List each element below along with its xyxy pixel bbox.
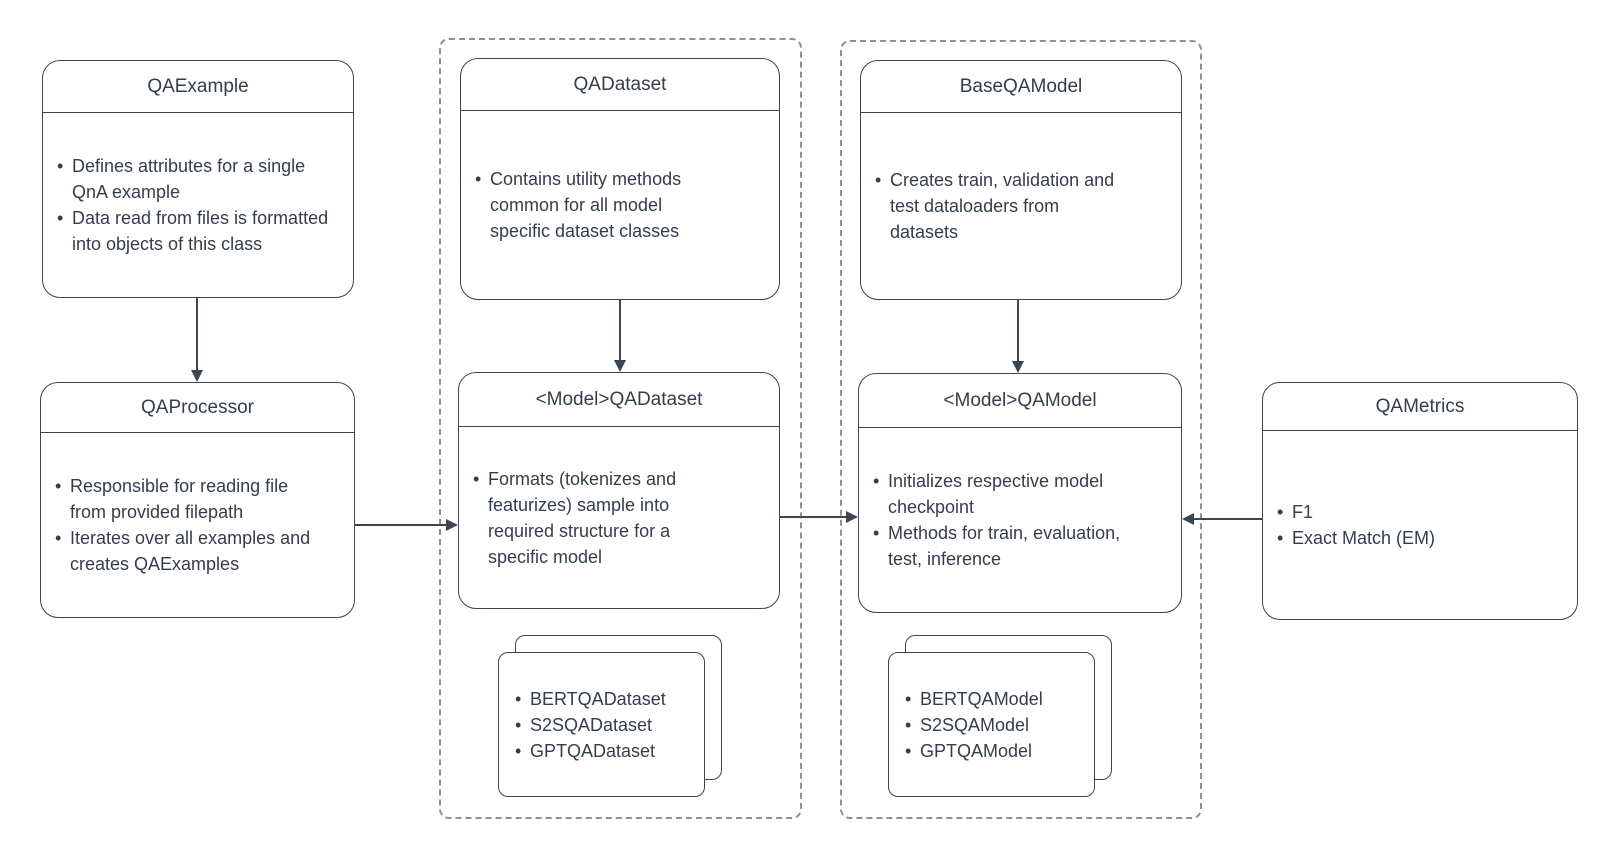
arrow-line	[780, 516, 848, 518]
arrowhead-down-icon	[614, 360, 626, 372]
arrowhead-left-icon	[1182, 513, 1194, 525]
arrow-line	[1017, 300, 1019, 362]
arrowhead-right-icon	[446, 519, 458, 531]
class-box-body: Creates train, validation and test datal…	[861, 113, 1181, 299]
class-title-qadataset: QADataset	[573, 73, 667, 95]
bullet-item: GPTQAModel	[903, 738, 1043, 764]
bullet-item: Creates train, validation and test datal…	[873, 167, 1126, 245]
bullet-item: S2SQAModel	[903, 712, 1043, 738]
bullet-item: Responsible for reading file from provid…	[53, 473, 314, 525]
bullet-item: Initializes respective model checkpoint	[871, 468, 1152, 520]
class-box-body: Contains utility methods common for all …	[461, 111, 779, 299]
class-box-body: Defines attributes for a single QnA exam…	[43, 113, 353, 297]
class-box-header: <Model>QAModel	[859, 374, 1181, 428]
bullet-item: F1	[1275, 499, 1435, 525]
class-box-baseqamodel: BaseQAModel Creates train, validation an…	[860, 60, 1182, 300]
stack-front-card: BERTQAModel S2SQAModel GPTQAModel	[888, 652, 1095, 797]
class-box-model-qamodel: <Model>QAModel Initializes respective mo…	[858, 373, 1182, 613]
class-box-header: BaseQAModel	[861, 61, 1181, 113]
dataset-group-container	[439, 38, 802, 819]
class-title-qametrics: QAMetrics	[1375, 395, 1465, 417]
stack-front-card: BERTQADataset S2SQADataset GPTQADataset	[498, 652, 705, 797]
class-box-header: QADataset	[461, 59, 779, 111]
class-title-qaprocessor: QAProcessor	[141, 396, 254, 418]
class-title-baseqamodel: BaseQAModel	[959, 75, 1083, 97]
bullet-item: GPTQADataset	[513, 738, 666, 764]
class-box-model-qadataset: <Model>QADataset Formats (tokenizes and …	[458, 372, 780, 609]
bullet-item: BERTQADataset	[513, 686, 666, 712]
bullet-item: Data read from files is formatted into o…	[55, 205, 336, 257]
class-box-qaprocessor: QAProcessor Responsible for reading file…	[40, 382, 355, 618]
class-box-body: Initializes respective model checkpoint …	[859, 428, 1181, 612]
class-box-body: Responsible for reading file from provid…	[41, 433, 354, 617]
class-box-header: QAProcessor	[41, 383, 354, 433]
class-box-header: QAMetrics	[1263, 383, 1577, 431]
class-box-qametrics: QAMetrics F1 Exact Match (EM)	[1262, 382, 1578, 620]
arrow-line	[196, 298, 198, 371]
dataset-stack: BERTQADataset S2SQADataset GPTQADataset	[498, 635, 722, 797]
bullet-item: Iterates over all examples and creates Q…	[53, 525, 314, 577]
class-title-model-qadataset: <Model>QADataset	[535, 388, 703, 410]
bullet-item: Contains utility methods common for all …	[473, 166, 722, 244]
arrow-line	[355, 524, 448, 526]
bullet-item: Formats (tokenizes and featurizes) sampl…	[471, 466, 726, 570]
class-box-body: Formats (tokenizes and featurizes) sampl…	[459, 427, 779, 608]
model-stack: BERTQAModel S2SQAModel GPTQAModel	[888, 635, 1112, 797]
class-box-header: <Model>QADataset	[459, 373, 779, 427]
arrowhead-down-icon	[191, 370, 203, 382]
bullet-item: S2SQADataset	[513, 712, 666, 738]
bullet-item: Defines attributes for a single QnA exam…	[55, 153, 336, 205]
class-box-header: QAExample	[43, 61, 353, 113]
arrowhead-down-icon	[1012, 361, 1024, 373]
bullet-item: Exact Match (EM)	[1275, 525, 1435, 551]
model-group-container	[840, 40, 1202, 819]
class-box-qadataset: QADataset Contains utility methods commo…	[460, 58, 780, 300]
bullet-item: Methods for train, evaluation, test, inf…	[871, 520, 1152, 572]
class-box-body: F1 Exact Match (EM)	[1263, 431, 1577, 619]
arrow-line	[1193, 518, 1262, 520]
class-title-model-qamodel: <Model>QAModel	[943, 389, 1097, 411]
arrow-line	[619, 300, 621, 361]
bullet-item: BERTQAModel	[903, 686, 1043, 712]
arrowhead-right-icon	[846, 511, 858, 523]
class-title-qaexample: QAExample	[147, 75, 249, 97]
class-box-qaexample: QAExample Defines attributes for a singl…	[42, 60, 354, 298]
